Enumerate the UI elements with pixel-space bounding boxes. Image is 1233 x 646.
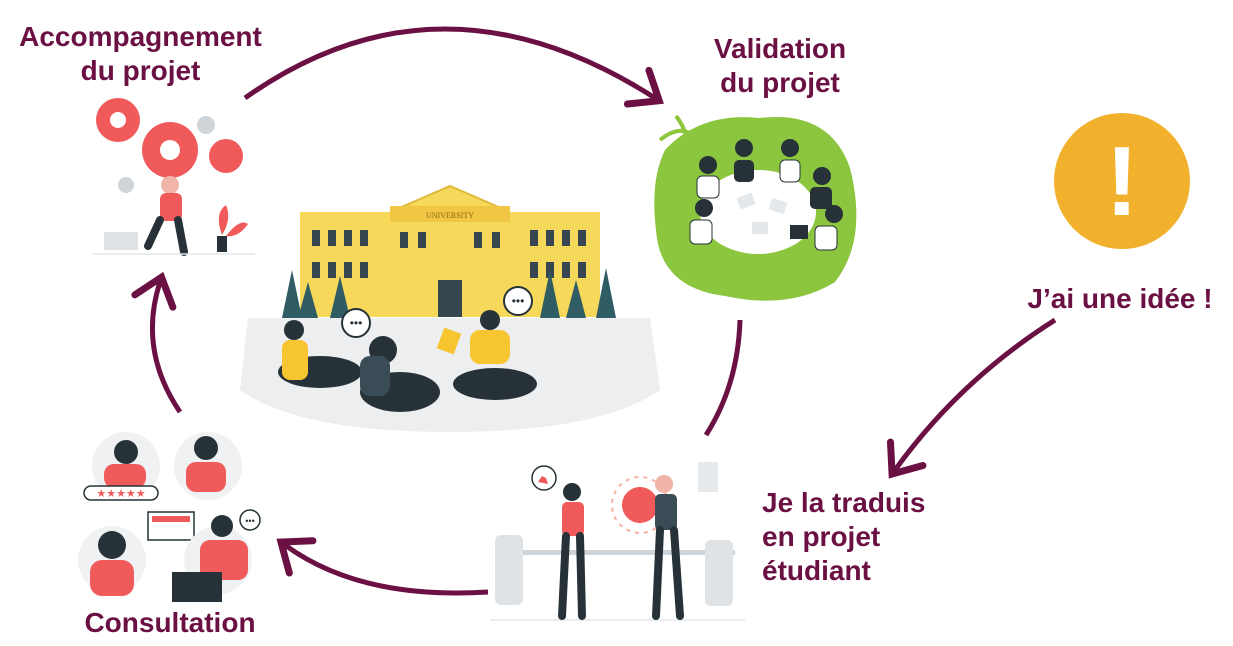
- idea-bulb-illustration: [490, 462, 745, 621]
- arrow-idea: [887, 317, 1057, 479]
- arrow-bottom: [276, 537, 489, 596]
- svg-text:★★★★★: ★★★★★: [96, 488, 145, 500]
- arrow-left-up: [131, 271, 183, 414]
- university-sign: UNIVERSITY: [426, 211, 474, 220]
- exclamation-icon: !: [1054, 113, 1190, 249]
- arrow-right-down: [703, 319, 743, 437]
- step-consultation-label: Consultation: [84, 607, 256, 638]
- step-accompagnement-label: Accompagnement du projet: [19, 21, 262, 86]
- exclamation-mark: !: [1106, 126, 1139, 236]
- step-validation-label: Validation du projet: [713, 33, 847, 98]
- university-illustration: UNIVERSITY ••• •••: [240, 184, 660, 432]
- svg-text:•••: •••: [245, 516, 254, 526]
- meeting-table-illustration: [654, 114, 857, 301]
- gears-illustration: [92, 98, 255, 256]
- consultation-illustration: ★★★★★ •••: [78, 432, 261, 602]
- svg-text:•••: •••: [512, 294, 525, 308]
- arrow-top: [243, 26, 664, 108]
- step-traduis-label: Je la traduis en projet étudiant: [762, 487, 926, 586]
- step-idee-label: J’ai une idée !: [1027, 283, 1213, 314]
- svg-text:•••: •••: [350, 316, 363, 330]
